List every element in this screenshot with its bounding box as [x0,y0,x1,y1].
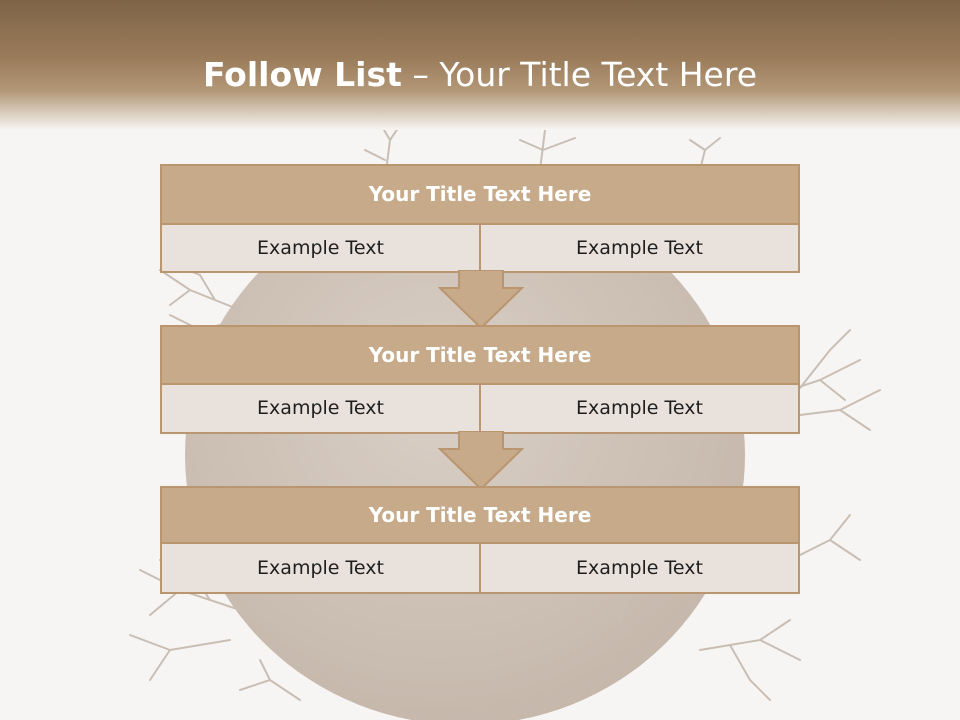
title-bold: Follow List [202,55,402,94]
step-title-3: Your Title Text Here [162,488,798,544]
step-box-2: Your Title Text Here Example Text Exampl… [160,325,800,434]
down-arrow-icon [438,431,524,491]
step-title-1: Your Title Text Here [162,166,798,225]
step-title-2: Your Title Text Here [162,327,798,385]
step-box-3: Your Title Text Here Example Text Exampl… [160,486,800,594]
step-box-1: Your Title Text Here Example Text Exampl… [160,164,800,273]
step-row-3: Example Text Example Text [162,544,798,592]
step-row-1: Example Text Example Text [162,225,798,271]
step-3-right-text: Example Text [479,544,798,592]
step-2-left-text: Example Text [257,397,384,419]
title-rest: – Your Title Text Here [412,55,758,94]
step-3-left-text: Example Text [257,557,384,579]
header-band [0,0,960,130]
step-1-right-text: Example Text [479,225,798,271]
down-arrow-icon [438,270,524,330]
step-2-right-text: Example Text [479,385,798,432]
step-1-left-text: Example Text [257,237,384,259]
page-title: Follow List – Your Title Text Here [0,55,960,95]
step-row-2: Example Text Example Text [162,385,798,432]
